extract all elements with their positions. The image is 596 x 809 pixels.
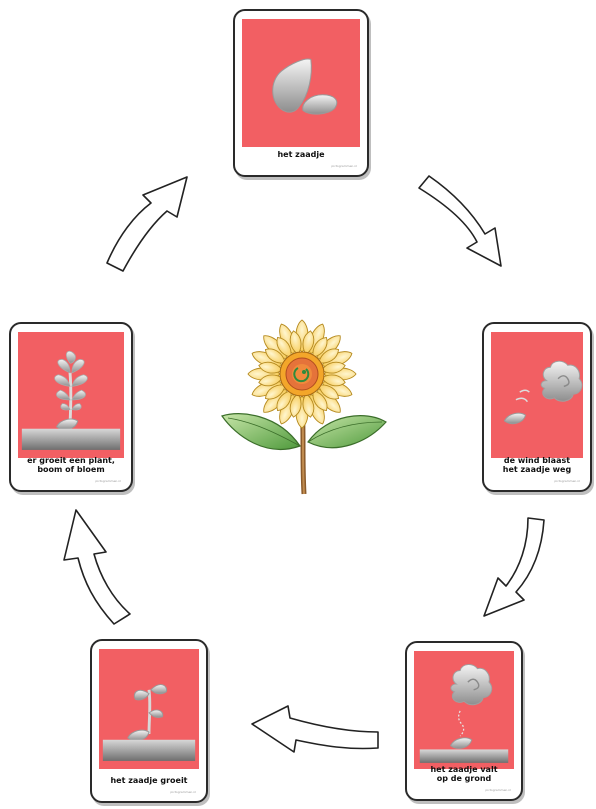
card-falls: het zaadje valt op de grond pictogrammen… <box>405 641 523 801</box>
card-credit: pictogrammen.nl <box>170 790 196 794</box>
seed-illustration <box>242 19 360 147</box>
sunflower-petal <box>258 361 284 374</box>
grows-illustration <box>99 649 199 769</box>
sunflower-petal <box>320 361 346 374</box>
sunflower-petal <box>320 374 346 387</box>
arrow-falls-to-grows <box>251 705 379 753</box>
card-caption: het zaadje <box>277 150 325 159</box>
arrow-plant-to-seed <box>106 176 188 272</box>
card-caption: er groeit een plant, boom of bloem <box>27 456 115 474</box>
sunflower-petal <box>258 374 284 387</box>
sunflower-petal <box>318 348 340 364</box>
sunflower-petal <box>302 392 315 418</box>
card-credit: pictogrammen.nl <box>554 479 580 483</box>
card-grows: het zaadje groeit pictogrammen.nl <box>90 639 208 803</box>
sunflower-petal <box>264 348 286 364</box>
card-credit: pictogrammen.nl <box>485 788 511 792</box>
card-caption: het zaadje valt op de grond <box>430 765 498 783</box>
sunflower-petal <box>264 384 286 400</box>
arrow-seed-to-wind <box>418 175 502 267</box>
card-seed: het zaadje pictogrammen.nl <box>233 9 369 177</box>
sunflower-petal <box>312 336 328 358</box>
card-wind: de wind blaast het zaadje weg pictogramm… <box>482 322 592 492</box>
sunflower-petal <box>276 390 292 412</box>
falls-illustration <box>414 651 514 769</box>
arrow-wind-to-falls <box>483 517 545 617</box>
card-caption: de wind blaast het zaadje weg <box>502 456 572 474</box>
plant-illustration <box>18 332 124 458</box>
wind-illustration <box>491 332 583 458</box>
card-caption: het zaadje groeit <box>110 776 188 785</box>
card-credit: pictogrammen.nl <box>95 479 121 483</box>
card-plant: er groeit een plant, boom of bloem picto… <box>9 322 133 492</box>
sunflower-icon <box>221 319 387 495</box>
card-credit: pictogrammen.nl <box>331 164 357 168</box>
sunflower-petal <box>289 392 302 418</box>
arrow-grows-to-plant <box>63 509 131 625</box>
sunflower-petal <box>312 390 328 412</box>
sunflower-petal <box>289 330 302 356</box>
sunflower-petal <box>276 336 292 358</box>
sunflower-petal <box>302 330 315 356</box>
sunflower-petal <box>318 384 340 400</box>
